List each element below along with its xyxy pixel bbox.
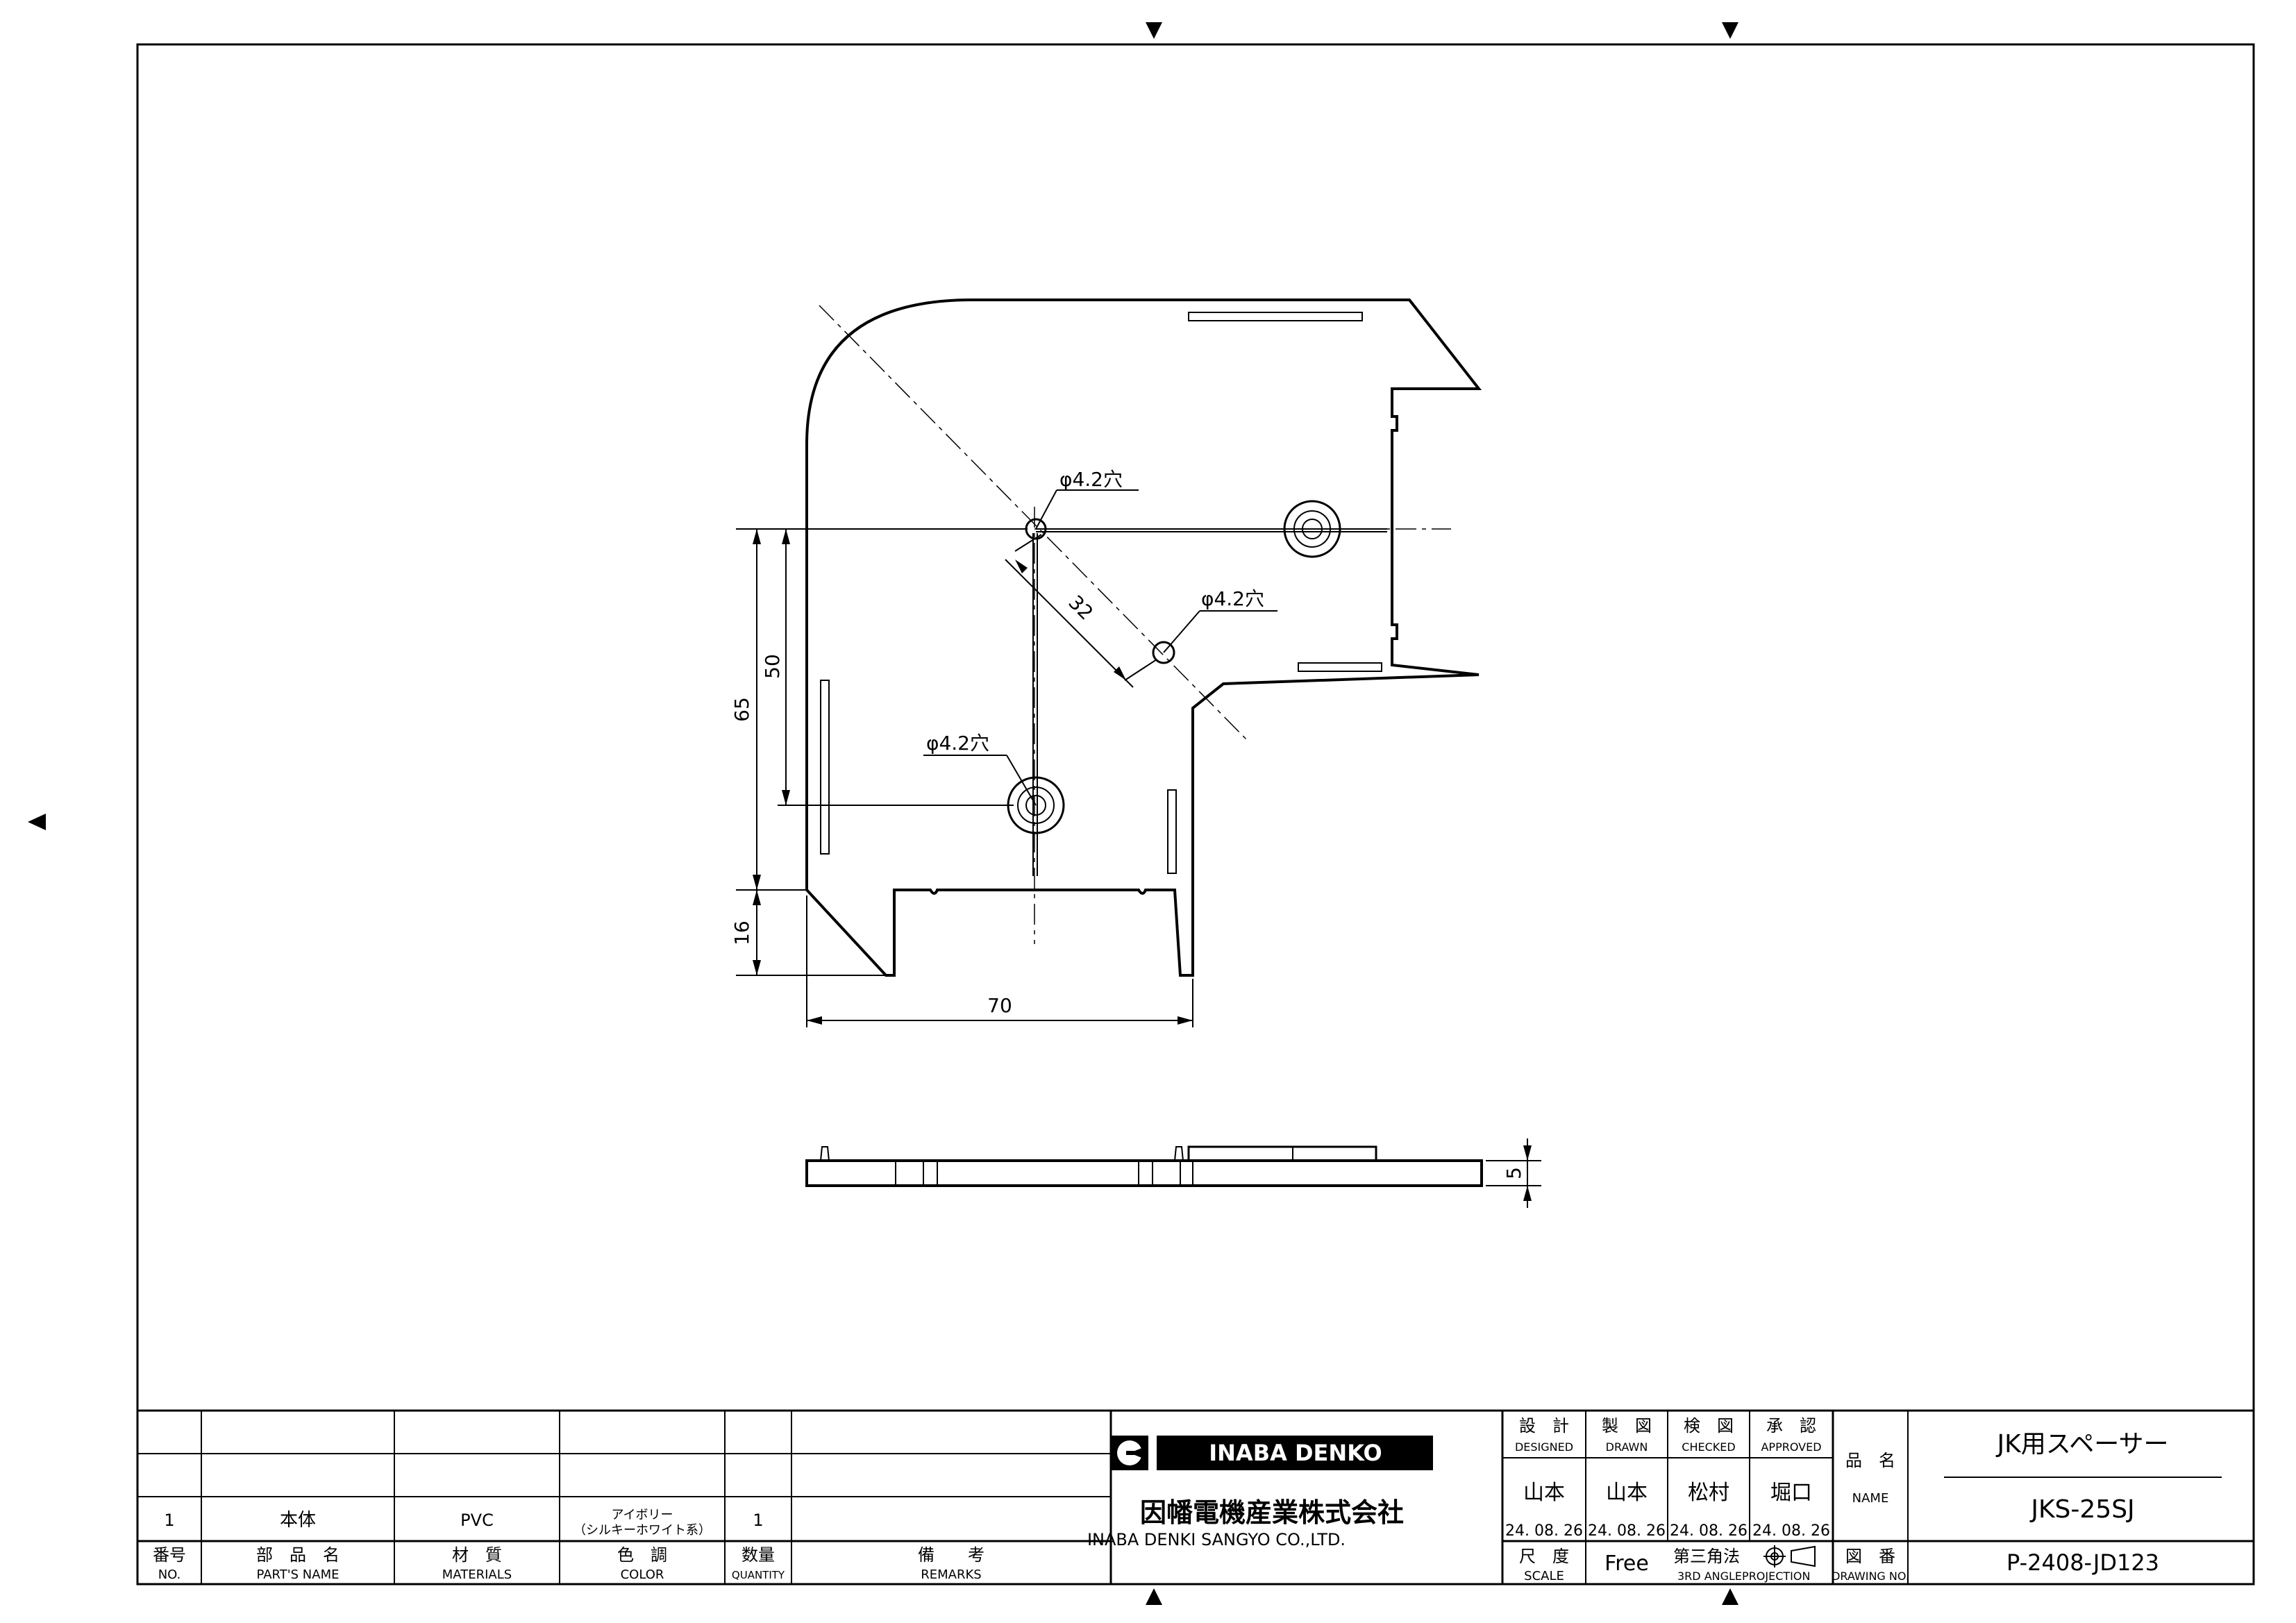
hdr-color-en: COLOR: [621, 1567, 664, 1582]
dim-16-label: 16: [730, 920, 753, 945]
slot-bottom: [1167, 789, 1177, 874]
boss-right: [1283, 500, 1341, 558]
dim-70-label: 70: [987, 994, 1012, 1017]
dim-50: 50: [761, 529, 1014, 806]
part-qty: 1: [753, 1511, 763, 1530]
designed-en: DESIGNED: [1515, 1440, 1573, 1454]
title-block: 1 本体 PVC アイボリー （シルキーホワイト系） 1 番号 NO. 部 品 …: [137, 1409, 2254, 1584]
approved-jp: 承 認: [1766, 1416, 1816, 1436]
hdr-rem-jp: 備 考: [918, 1545, 984, 1565]
checked-jp: 検 図: [1684, 1416, 1734, 1436]
checked-name: 松村: [1688, 1481, 1729, 1505]
approved-name: 堀口: [1770, 1481, 1812, 1505]
hdr-no-jp: 番号: [153, 1545, 186, 1565]
drawn-jp: 製 図: [1602, 1416, 1652, 1436]
name-label-en: NAME: [1852, 1491, 1889, 1506]
drawing-no-value: P-2408-JD123: [2006, 1549, 2159, 1576]
side-view: 5: [805, 1138, 1541, 1208]
approval-grid: [1501, 1411, 2254, 1584]
name-label-jp: 品 名: [1845, 1451, 1895, 1470]
callout-hole-corner: φ4.2穴: [1035, 468, 1139, 530]
slot-top: [1188, 312, 1363, 321]
dim-70: 70: [806, 895, 1193, 1027]
callout-hole-diagonal: φ4.2穴: [1163, 587, 1277, 653]
spacer-outline: [805, 298, 1482, 977]
hole-label-1: φ4.2穴: [1059, 468, 1123, 491]
product-model: JKS-25SJ: [2029, 1495, 2134, 1524]
hdr-mat-en: MATERIALS: [442, 1567, 512, 1582]
drawing-no-en: DRAWING NO.: [1832, 1570, 1909, 1583]
dim-5: 5: [1486, 1138, 1541, 1208]
logo-text: INABA DENKO: [1209, 1440, 1382, 1466]
centering-marks: [28, 22, 1738, 1605]
hdr-mat-jp: 材 質: [452, 1545, 502, 1565]
drawn-en: DRAWN: [1606, 1440, 1648, 1454]
approved-date: 24. 08. 26: [1752, 1522, 1830, 1540]
dim-5-label: 5: [1502, 1167, 1525, 1179]
scale-value: Free: [1604, 1551, 1649, 1576]
hole-label-3: φ4.2穴: [926, 732, 989, 755]
scale-en: SCALE: [1524, 1569, 1564, 1583]
designed-name: 山本: [1523, 1481, 1565, 1505]
company-name-en: INABA DENKI SANGYO CO.,LTD.: [1087, 1530, 1346, 1549]
sheet-border: [136, 43, 2255, 1586]
hdr-name-en: PART'S NAME: [257, 1567, 340, 1582]
dim-50-label: 50: [761, 654, 784, 679]
checked-en: CHECKED: [1682, 1440, 1735, 1454]
hole-diagonal: [1152, 641, 1175, 664]
projection-jp: 第三角法: [1673, 1547, 1740, 1566]
part-name: 本体: [280, 1510, 316, 1531]
drawn-name: 山本: [1606, 1481, 1648, 1505]
slot-left: [820, 680, 830, 855]
part-color-1: アイボリー: [611, 1508, 673, 1522]
side-slot-rib: [1187, 1145, 1377, 1162]
hdr-no-en: NO.: [158, 1567, 181, 1582]
side-body: [805, 1159, 1483, 1187]
hdr-qty-en: QUANTITY: [732, 1569, 785, 1581]
part-material: PVC: [460, 1511, 494, 1530]
designed-jp: 設 計: [1519, 1416, 1569, 1436]
hole-label-2: φ4.2穴: [1201, 587, 1264, 610]
dim-32: 32: [1005, 534, 1157, 688]
part-color-2: （シルキーホワイト系）: [573, 1523, 711, 1538]
callout-hole-bottom: φ4.2穴: [923, 732, 1037, 806]
hdr-qty-jp: 数量: [741, 1545, 775, 1565]
part-no: 1: [164, 1511, 174, 1530]
dim-65-label: 65: [730, 697, 753, 722]
projection-symbol-icon: [1763, 1545, 1816, 1567]
hdr-name-jp: 部 品 名: [256, 1545, 340, 1565]
projection-en: 3RD ANGLEPROJECTION: [1677, 1570, 1810, 1583]
approved-en: APPROVED: [1761, 1440, 1821, 1454]
drawing-no-jp: 図 番: [1845, 1547, 1895, 1566]
designed-date: 24. 08. 26: [1505, 1522, 1583, 1540]
slot-right: [1298, 662, 1382, 672]
scale-jp: 尺 度: [1519, 1547, 1569, 1566]
drawn-date: 24. 08. 26: [1588, 1522, 1666, 1540]
top-view: 70 65 50 16: [730, 298, 1482, 1027]
company-name-jp: 因幡電機産業株式会社: [1140, 1497, 1404, 1528]
checked-date: 24. 08. 26: [1670, 1522, 1748, 1540]
parts-table-grid: [137, 1411, 1112, 1584]
hdr-color-jp: 色 調: [617, 1545, 667, 1565]
dim-32-label: 32: [1064, 591, 1098, 625]
company-logo: INABA DENKO: [1111, 1436, 1433, 1470]
dim-16: 16: [730, 889, 805, 975]
dim-65: 65: [730, 528, 1028, 976]
hdr-rem-en: REMARKS: [921, 1567, 981, 1582]
product-name: JK用スペーサー: [1996, 1430, 2169, 1458]
